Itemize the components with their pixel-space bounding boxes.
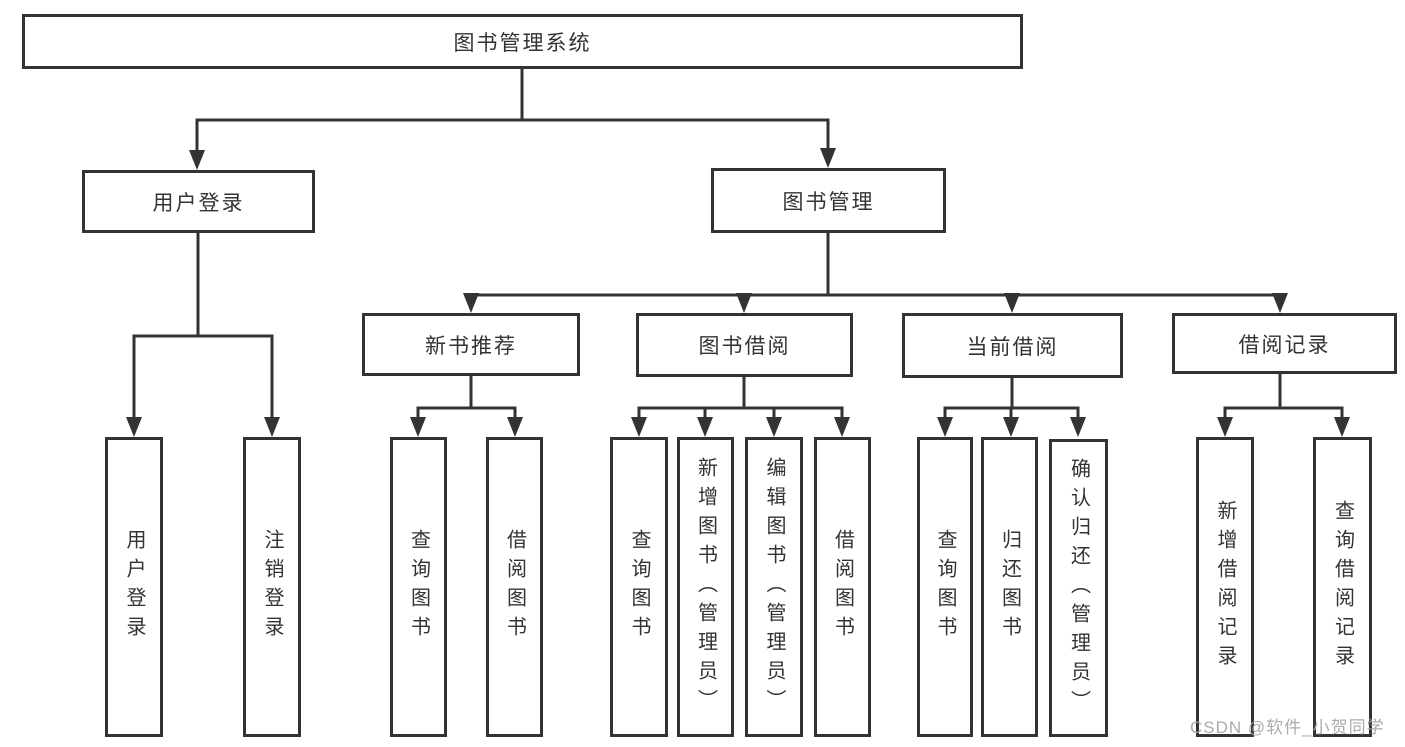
node-root-system-label: 图书管理系统 [453, 31, 592, 55]
leaf-borrow-books-recommend-label: 借阅图书 [503, 529, 526, 645]
leaf-query-books-recommend-label: 查询图书 [407, 529, 430, 645]
node-book-management: 图书管理 [711, 168, 946, 233]
node-user-login-label: 用户登录 [152, 191, 245, 215]
leaf-edit-books-admin: 编辑图书（管理员） [745, 437, 803, 737]
node-book-borrowing-label: 图书借阅 [698, 335, 791, 358]
leaf-query-borrow-record: 查询借阅记录 [1313, 437, 1372, 737]
node-borrowing-records-label: 借阅记录 [1238, 333, 1331, 357]
leaf-edit-books-admin-label: 编辑图书（管理员） [763, 456, 785, 718]
leaf-query-books-borrowing-label: 查询图书 [628, 529, 650, 645]
leaf-borrow-books-borrowing-label: 借阅图书 [831, 529, 854, 645]
leaf-user-login-label: 用户登录 [123, 529, 145, 645]
leaf-query-books-recommend: 查询图书 [390, 437, 447, 737]
node-new-book-recommend: 新书推荐 [362, 313, 580, 376]
node-new-book-recommend-label: 新书推荐 [425, 334, 517, 358]
leaf-borrow-books-borrowing: 借阅图书 [814, 437, 871, 737]
leaf-add-books-admin-label: 新增图书（管理员） [694, 456, 717, 718]
node-borrowing-records: 借阅记录 [1172, 313, 1397, 374]
leaf-return-books-label: 归还图书 [998, 529, 1021, 645]
leaf-user-login: 用户登录 [105, 437, 163, 737]
node-book-management-label: 图书管理 [782, 190, 875, 214]
leaf-query-books-borrowing: 查询图书 [610, 437, 668, 737]
leaf-add-books-admin: 新增图书（管理员） [677, 437, 734, 737]
node-current-borrowing-label: 当前借阅 [966, 335, 1059, 359]
node-book-borrowing: 图书借阅 [636, 313, 853, 377]
leaf-borrow-books-recommend: 借阅图书 [486, 437, 543, 737]
leaf-return-books: 归还图书 [981, 437, 1038, 737]
csdn-watermark: CSDN @软件_小贺同学 [1190, 718, 1385, 737]
node-current-borrowing: 当前借阅 [902, 313, 1123, 378]
leaf-logout: 注销登录 [243, 437, 301, 737]
leaf-confirm-return-admin-label: 确认归还（管理员） [1067, 457, 1090, 719]
leaf-add-borrow-record-label: 新增借阅记录 [1214, 500, 1236, 674]
leaf-query-books-current: 查询图书 [917, 437, 973, 737]
leaf-confirm-return-admin: 确认归还（管理员） [1049, 439, 1108, 737]
leaf-add-borrow-record: 新增借阅记录 [1196, 437, 1254, 737]
leaf-logout-label: 注销登录 [261, 529, 283, 645]
node-root-system: 图书管理系统 [22, 14, 1023, 69]
leaf-query-books-current-label: 查询图书 [934, 529, 956, 645]
node-user-login: 用户登录 [82, 170, 315, 233]
leaf-query-borrow-record-label: 查询借阅记录 [1331, 500, 1354, 674]
